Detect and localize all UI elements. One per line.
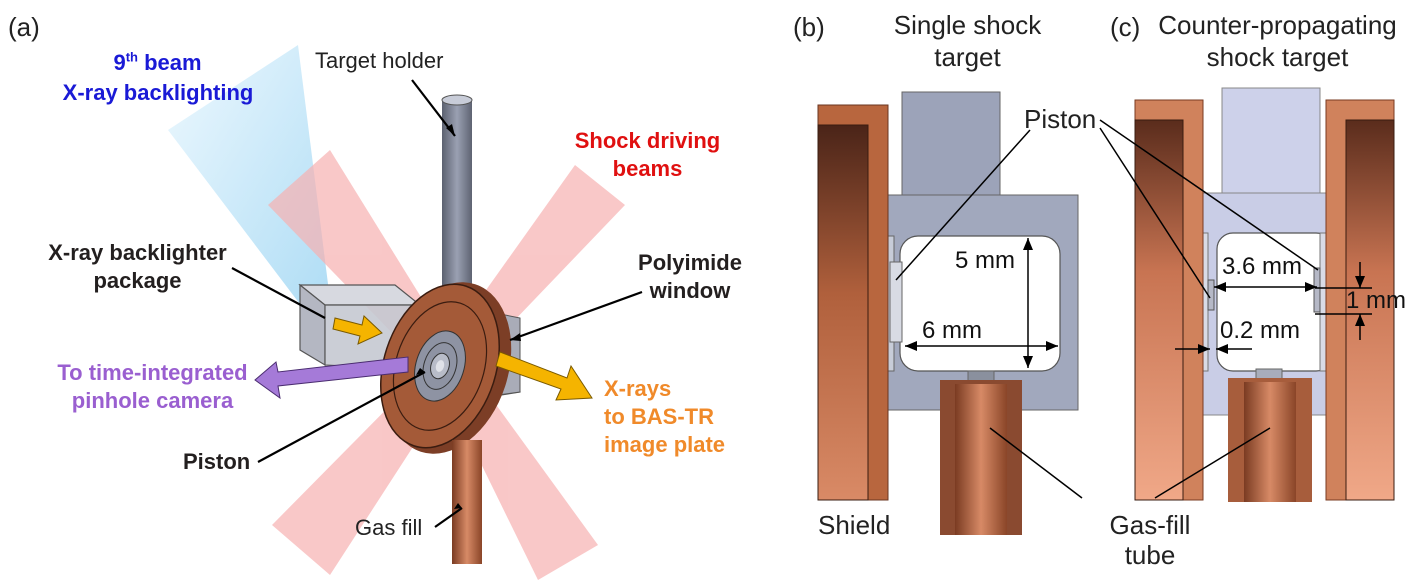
xrays-label-line2: to BAS-TR (604, 404, 714, 429)
panel-a-illustration (168, 45, 643, 580)
c-left-shield (1134, 99, 1204, 501)
panel-c-title-line2: shock target (1206, 42, 1349, 72)
pinhole-label-line2: pinhole camera (71, 388, 234, 413)
c-dim-gap: 0.2 mm (1220, 317, 1301, 344)
c-dim-height: 1 mm (1346, 287, 1406, 314)
xrays-label-line1: X-rays (604, 376, 672, 401)
backlighter-yellow-arrow (332, 315, 383, 345)
target-disk (380, 282, 512, 454)
backlighter-label-line1: X-ray backlighter (48, 240, 227, 265)
piston-label-a: Piston (183, 449, 251, 474)
polyimide-label-line1: Polyimide (638, 250, 742, 275)
b-shield (817, 104, 889, 501)
target-holder-label: Target holder (315, 48, 444, 73)
beam9-label-line1: 9th beam (113, 49, 202, 75)
polyimide-label-line2: window (649, 278, 731, 303)
c-top-holder (1221, 87, 1321, 197)
gas-fill-tube-label-line1: Gas-fill (1109, 510, 1191, 540)
panel-c-letter: (c) (1110, 12, 1141, 42)
gas-fill-tube (452, 440, 482, 564)
beam9-label-line2: X-ray backlighting (62, 80, 254, 105)
panel-b-title-line2: target (934, 42, 1001, 72)
gas-fill-label-a: Gas fill (355, 515, 423, 540)
shock-beams-label-line2: beams (612, 156, 683, 181)
c-dim-width: 3.6 mm (1222, 253, 1303, 280)
panel-c-illustration (1099, 87, 1395, 502)
b-dimension-lines (905, 238, 1058, 368)
panel-a-leader-lines (231, 79, 643, 528)
b-dim-width: 6 mm (922, 317, 982, 344)
piston-label-bc: Piston (1024, 104, 1097, 134)
b-top-holder (901, 91, 1001, 198)
panel-b-illustration (817, 91, 1083, 535)
panel-b-title-line1: Single shock (893, 10, 1042, 40)
backlight-beam-cone (168, 45, 330, 320)
shock-beams-label-line1: Shock driving (574, 128, 721, 153)
target-holder-rod-top (441, 94, 473, 106)
pinhole-label-line1: To time-integrated (57, 360, 248, 385)
gas-fill-tube-label-line2: tube (1124, 540, 1176, 570)
b-dim-height: 5 mm (955, 247, 1015, 274)
shield-label: Shield (818, 510, 891, 540)
panel-a-letter: (a) (8, 12, 40, 42)
panel-c-title-line1: Counter-propagating (1158, 10, 1397, 40)
panel-b-letter: (b) (793, 12, 825, 42)
backlighter-label-line2: package (93, 268, 182, 293)
xrays-label-line3: image plate (604, 432, 726, 457)
c-right-shield (1325, 99, 1395, 501)
pinhole-camera-arrow (254, 356, 409, 400)
xray-image-plate-arrow (495, 351, 593, 401)
